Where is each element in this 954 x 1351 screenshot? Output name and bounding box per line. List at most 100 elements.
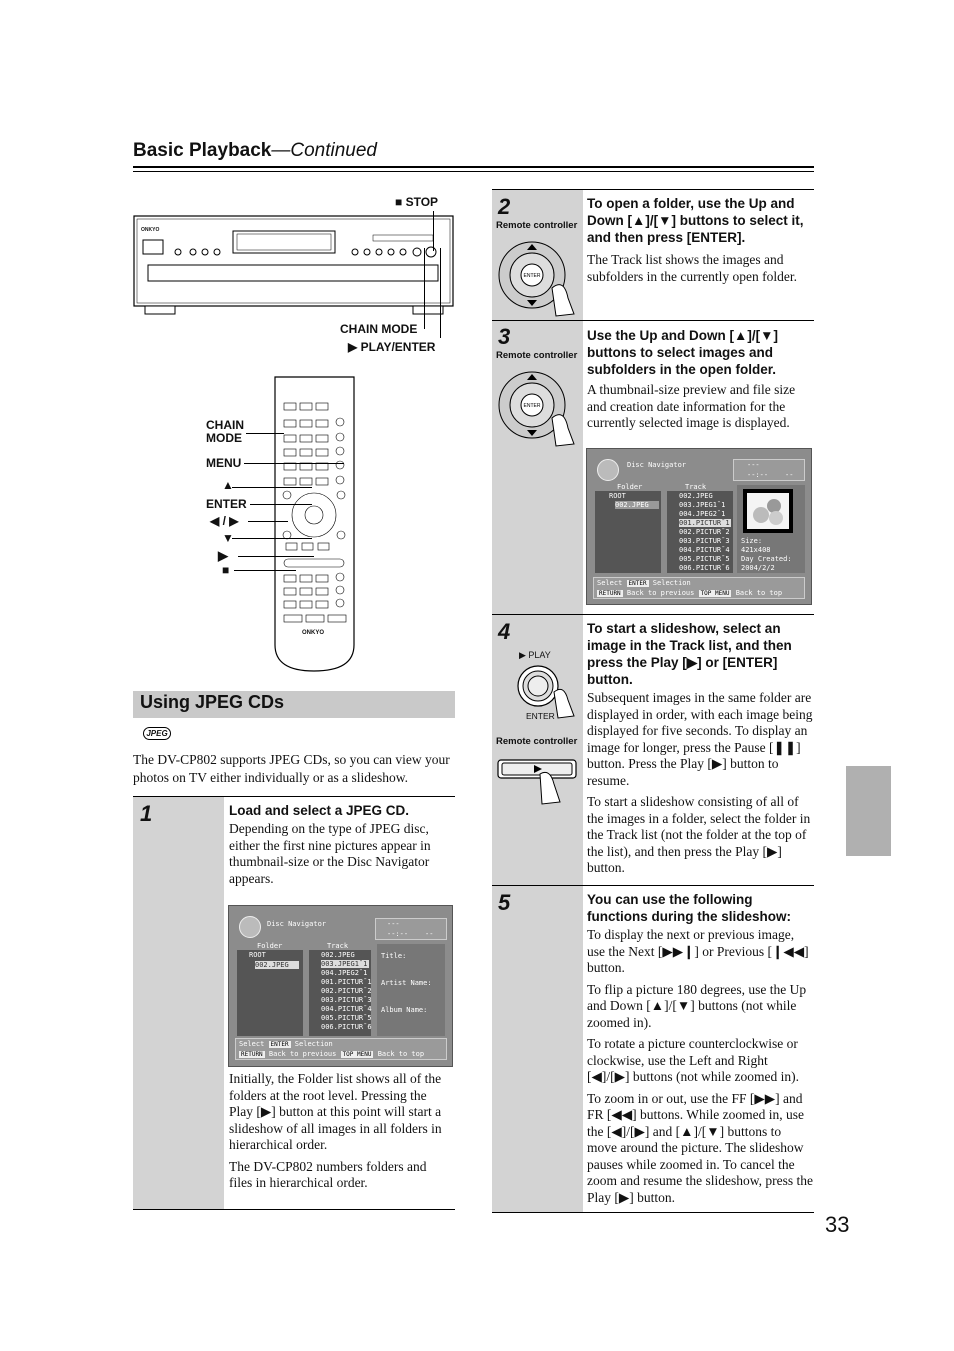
- step2-box: [492, 189, 814, 320]
- page-number: 33: [825, 1212, 850, 1237]
- svg-text:ENTER: ENTER: [524, 273, 541, 279]
- nav2-topmenu-key: TOP MENU: [698, 590, 732, 597]
- step5-number: 5: [498, 890, 511, 915]
- step3-dpad-icon: ENTER: [494, 368, 580, 448]
- nav1-track: 004.PICTUR¯4: [321, 1005, 372, 1013]
- step1-text1: Depending on the type of JPEG disc, eith…: [229, 821, 431, 886]
- nav2-info: Size:: [741, 537, 763, 545]
- step3-text: A thumbnail-size preview and file size a…: [587, 382, 796, 430]
- nav1-title: Disc Navigator: [267, 920, 327, 928]
- nav2-folder-label: Folder: [617, 483, 643, 491]
- step4-text: Subsequent images in the same folder are…: [587, 690, 813, 882]
- nav2-thumb-shape: [767, 499, 781, 513]
- nav2-info: Day Created:: [741, 555, 792, 563]
- step5-text4: To zoom in or out, use the FF [▶▶] and F…: [587, 1090, 813, 1205]
- step3-number: 3: [498, 324, 511, 349]
- step1-text2: Initially, the Folder list shows all of …: [229, 1071, 442, 1152]
- stop-pointer: [234, 570, 296, 571]
- nav1-track: 004.JPEG2¯1: [321, 969, 368, 977]
- nav2-folder-item: 002.JPEG: [615, 501, 659, 509]
- nav1-track: 005.PICTUR¯5: [321, 1014, 372, 1022]
- nav1-enter-key: ENTER: [268, 1041, 291, 1048]
- nav2-counter-box: [733, 459, 805, 481]
- step2-remote-label: Remote controller: [496, 220, 578, 231]
- step1-gray: [133, 797, 224, 1209]
- nav2-track: 004.JPEG2¯1: [679, 510, 726, 518]
- nav1-track: 003.PICTUR¯3: [321, 996, 372, 1004]
- down-pointer: [232, 538, 312, 539]
- step5-heading: You can use the following functions duri…: [587, 892, 791, 924]
- nav2-root: ROOT: [609, 492, 626, 500]
- step4-gray: [492, 615, 583, 885]
- callout-enter: ENTER: [206, 497, 247, 511]
- step2-heading: To open a folder, use the Up and Down [▲…: [587, 196, 804, 245]
- nav1-track: 002.PICTUR¯2: [321, 987, 372, 995]
- nav2-counter1: ---: [747, 461, 760, 469]
- step2-text: The Track list shows the images and subf…: [587, 252, 797, 284]
- nav2-back-top: Back to top: [735, 589, 783, 597]
- step5-text1: To display the next or previous image, u…: [587, 927, 809, 975]
- callout-stop: ■ STOP: [395, 195, 439, 209]
- callout-stop-remote: ■: [222, 563, 230, 577]
- nav1-return-key: RETURN: [239, 1051, 265, 1058]
- up-pointer: [232, 487, 312, 488]
- callout-chain: CHAIN: [206, 418, 244, 432]
- step4-remote-play-icon: [496, 756, 582, 806]
- nav2-title: Disc Navigator: [627, 461, 687, 469]
- step4-number: 4: [498, 619, 511, 644]
- nav2-footer-row1: Select ENTER Selection: [597, 579, 691, 587]
- callout-chain-mode: CHAIN MODE: [340, 322, 418, 336]
- nav2-disc-icon: [597, 459, 619, 481]
- step4-remote-label: Remote controller: [496, 736, 578, 747]
- nav2-info: 2004/2/2: [741, 564, 775, 572]
- step2-number: 2: [498, 194, 511, 219]
- disc-navigator-screen-1: Disc Navigator --- --:-- -- Folder Track…: [228, 905, 453, 1067]
- nav2-track: 004.PICTUR¯4: [679, 546, 730, 554]
- nav1-counter1: ---: [387, 920, 400, 928]
- remote-illustration: ONKYO: [272, 375, 357, 675]
- callout-up: ▲: [222, 478, 234, 492]
- nav1-topmenu-key: TOP MENU: [340, 1051, 374, 1058]
- nav2-track: 003.PICTUR¯3: [679, 537, 730, 545]
- step5-box: [492, 885, 814, 1213]
- menu-pointer: [244, 463, 344, 464]
- nav1-folder-item: 002.JPEG: [255, 961, 299, 969]
- chain-mode-pointer: [246, 433, 284, 434]
- nav2-track: 003.JPEG1¯1: [679, 501, 726, 509]
- step5-text: To display the next or previous image, u…: [587, 927, 813, 1211]
- step3-remote-label: Remote controller: [496, 350, 578, 361]
- nav1-info-pane: [377, 944, 445, 1036]
- step4-play-button-icon: [512, 660, 578, 720]
- step4-play-label: ▶ PLAY: [519, 650, 551, 660]
- nav1-counter3: --: [425, 930, 434, 938]
- nav2-back-prev: Back to previous: [626, 589, 695, 597]
- nav2-counter3: --: [785, 471, 794, 479]
- nav2-track: 002.PICTUR¯2: [679, 528, 730, 536]
- header-rule: [133, 166, 814, 168]
- step3-box: [492, 320, 814, 614]
- intro-text: The DV-CP802 supports JPEG CDs, so you c…: [133, 752, 450, 785]
- nav1-track: 001.PICTUR¯1: [321, 978, 372, 986]
- callout-play: ▶: [218, 548, 228, 563]
- page-header: Basic Playback—Continued: [133, 140, 377, 162]
- nav1-footer-row1: Select ENTER Selection: [239, 1040, 333, 1048]
- nav1-info: Artist Name:: [381, 979, 432, 987]
- header-continued: —Continued: [271, 140, 377, 161]
- nav1-track-label: Track: [327, 942, 349, 950]
- nav1-folder-label: Folder: [257, 942, 283, 950]
- step3-heading: Use the Up and Down [▲]/[▼] buttons to s…: [587, 328, 778, 377]
- callout-mode: MODE: [206, 431, 242, 445]
- nav2-thumb-shape: [753, 507, 769, 523]
- callout-left-right: ◀ / ▶: [210, 514, 239, 528]
- play-pointer: [238, 556, 314, 557]
- nav2-track-pane: [667, 491, 733, 573]
- nav1-back-top: Back to top: [377, 1050, 425, 1058]
- play-button-drawing: [517, 665, 575, 719]
- step4-text2: To start a slideshow consisting of all o…: [587, 794, 811, 875]
- step4-box: [492, 614, 814, 885]
- nav1-disc-icon: [239, 916, 261, 938]
- nav2-return-key: RETURN: [597, 590, 623, 597]
- nav2-track: 006.PICTUR¯6: [679, 564, 730, 572]
- step5-text2: To flip a picture 180 degrees, use the U…: [587, 981, 807, 1030]
- nav1-counter-box: [375, 918, 447, 940]
